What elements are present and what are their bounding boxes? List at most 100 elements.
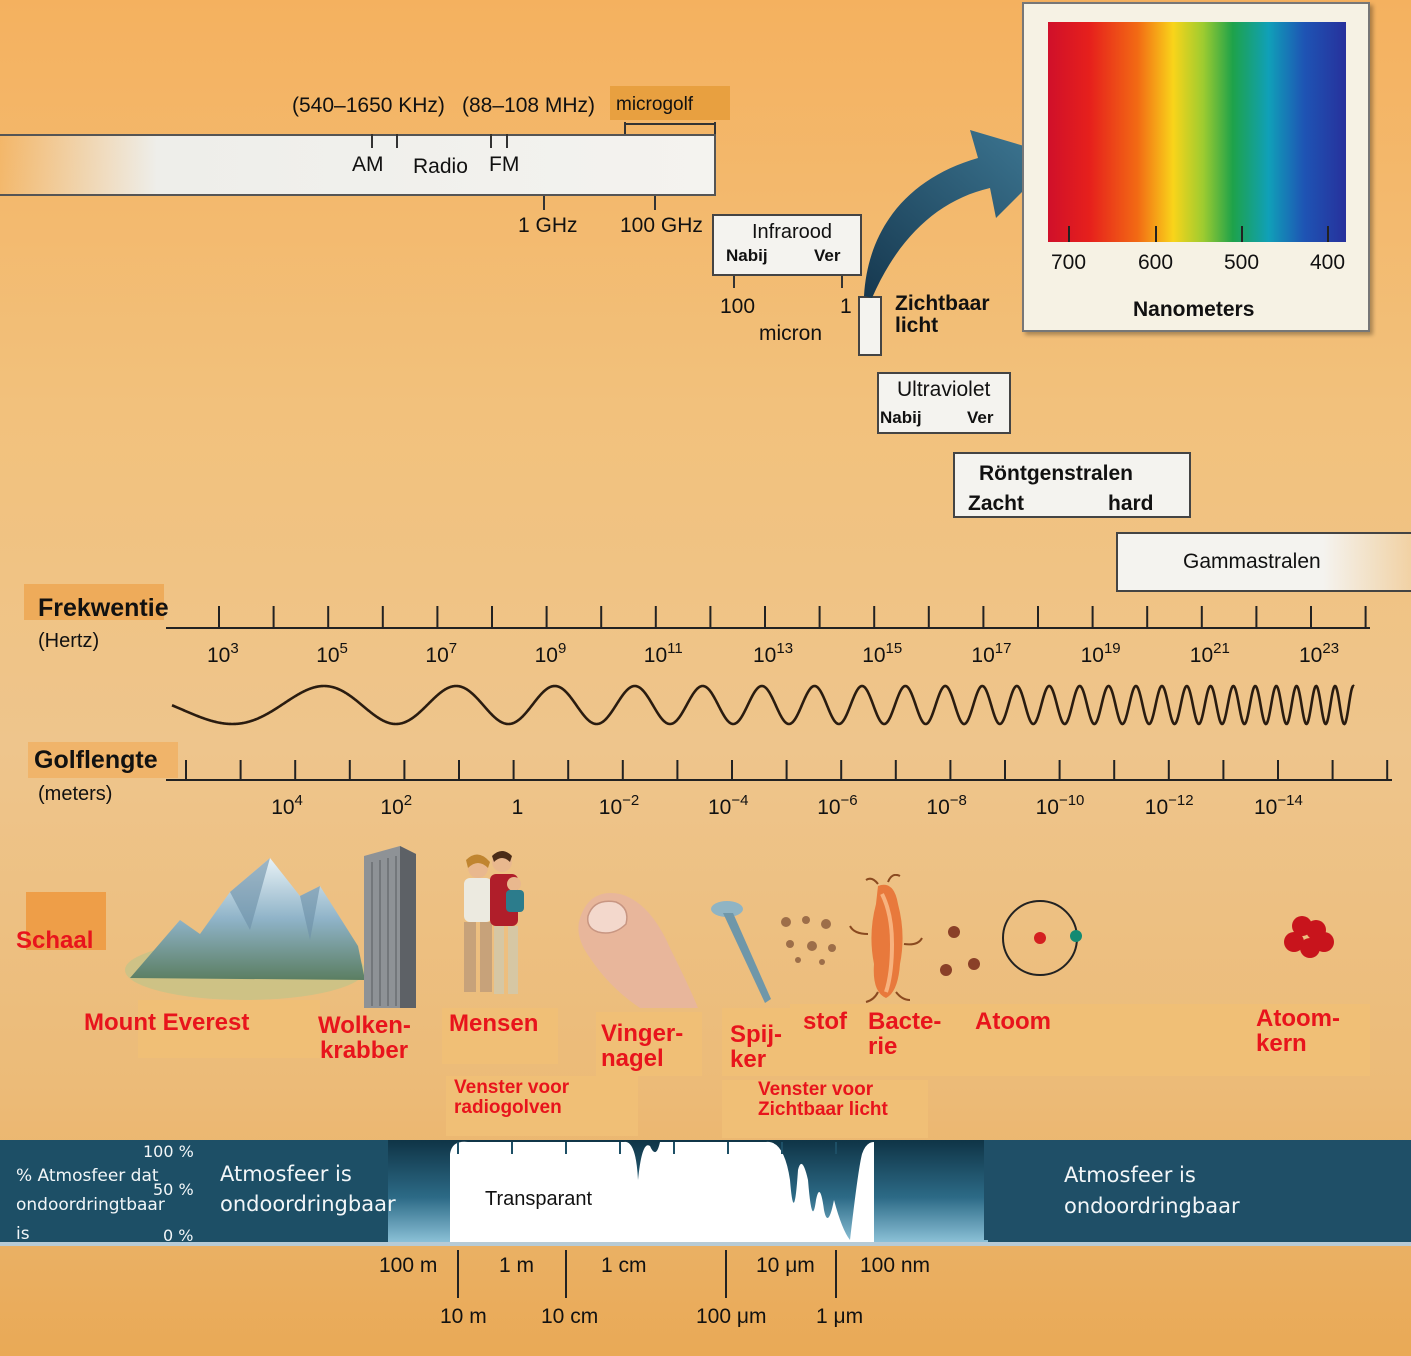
ghz1-label: 1 GHz — [518, 214, 578, 237]
visible-band-box — [858, 296, 882, 356]
xray-hard-label: hard — [1108, 492, 1154, 515]
window-radio-label-line2: radiogolven — [454, 1097, 562, 1118]
nucleus-label-line2: kern — [1256, 1030, 1307, 1057]
wavelength-tick-exponent: −8 — [950, 792, 967, 809]
atmosphere-scale-label-top: 1 m — [499, 1254, 535, 1277]
visible-label-line1: Zichtbaar — [895, 292, 990, 315]
window-visible-label-bg — [722, 1080, 928, 1138]
atmosphere-scale-label-top: 10 μm — [756, 1254, 815, 1277]
window-radio-label-line1: Venster voor — [454, 1077, 570, 1098]
frequency-tick-label: 103 — [207, 640, 239, 667]
am-label: AM — [352, 153, 384, 176]
skyscraper-label-line1: Wolken- — [318, 1012, 411, 1039]
scale-label: Schaal — [16, 927, 94, 954]
infrared-far-label: Ver — [814, 246, 841, 265]
wavelength-tick-label: 10−10 — [1036, 792, 1085, 819]
radio-band-ticks — [371, 122, 716, 210]
frequency-axis-ticks — [218, 606, 1367, 628]
fingernail-label-line2: nagel — [601, 1045, 664, 1072]
frequency-label: Frekwentie — [38, 594, 169, 622]
wavelength-label: Golflengte — [34, 746, 158, 774]
fm-range-label: (88–108 MHz) — [462, 94, 596, 117]
opaque-left-label-line1: Atmosfeer is — [220, 1162, 352, 1186]
nail-label-bg — [722, 1008, 790, 1076]
transparent-label: Transparant — [485, 1188, 593, 1210]
radio-band-bar — [0, 134, 716, 196]
infrared-label: Infrarood — [752, 221, 833, 243]
atom-row-label-bg — [790, 1004, 1370, 1076]
nail-spike-icon — [711, 901, 771, 1003]
wavelength-tick-exponent: −14 — [1277, 792, 1302, 809]
atom-icon — [1002, 900, 1082, 976]
atmosphere-scale-label-top: 100 nm — [860, 1254, 931, 1277]
microwave-label-bg — [610, 86, 730, 120]
frequency-tick-exponent: 7 — [449, 640, 457, 657]
atmosphere-scale-label-bottom: 1 μm — [816, 1305, 864, 1328]
spectrum-tick-label: 400 — [1310, 251, 1346, 274]
everest-label: Mount Everest — [84, 1009, 250, 1036]
opaque-right-label-line1: Atmosfeer is — [1064, 1163, 1196, 1187]
wavelength-tick-label: 102 — [380, 792, 412, 819]
frequency-tick-exponent: 21 — [1213, 640, 1230, 657]
atmosphere-bottom-line — [0, 1242, 1411, 1246]
wavelength-tick-exponent: −6 — [841, 792, 858, 809]
xray-band-box — [953, 452, 1191, 518]
frequency-tick-exponent: 23 — [1322, 640, 1339, 657]
fingernail-label-line1: Vinger- — [601, 1020, 684, 1047]
frequency-tick-exponent: 17 — [995, 640, 1012, 657]
atmosphere-scale-label-top: 100 m — [379, 1254, 438, 1277]
micron-label: micron — [759, 322, 823, 345]
nail-label-line1: Spij- — [730, 1021, 782, 1048]
frequency-tick-label: 1019 — [1081, 640, 1121, 667]
frequency-tick-exponent: 5 — [340, 640, 348, 657]
frequency-tick-label: 109 — [535, 640, 567, 667]
pct-50-label: 50 % — [153, 1180, 194, 1199]
wavelength-tick-label: 10−12 — [1145, 792, 1194, 819]
frequency-tick-exponent: 9 — [558, 640, 566, 657]
wavelength-tick-label: 104 — [271, 792, 303, 819]
finger-label-bg — [596, 1012, 702, 1076]
spectrum-tick-label: 500 — [1224, 251, 1260, 274]
atomic-nucleus-icon — [1284, 916, 1334, 958]
frequency-tick-label: 1023 — [1299, 640, 1339, 667]
spectrum-unit-label: Nanometers — [1133, 298, 1255, 321]
frequency-tick-label: 1015 — [862, 640, 902, 667]
atmosphere-pct-label-line3: is — [16, 1224, 30, 1244]
frequency-tick-label: 107 — [425, 640, 457, 667]
nucleus-label-line1: Atoom- — [1256, 1005, 1340, 1032]
people-label: Mensen — [449, 1010, 539, 1037]
everest-label-bg — [138, 1000, 320, 1058]
spectrum-ticks — [1068, 226, 1329, 242]
atmosphere-scale-label-bottom: 10 m — [440, 1305, 487, 1328]
nail-label-line2: ker — [730, 1046, 767, 1073]
window-visible-label-line1: Venster voor — [758, 1079, 874, 1100]
wavelength-tick-exponent: −10 — [1059, 792, 1084, 809]
bacteria-label-line2: rie — [868, 1033, 898, 1060]
frequency-tick-label: 105 — [316, 640, 348, 667]
frequency-label-bg — [24, 584, 164, 620]
ultraviolet-label: Ultraviolet — [897, 378, 991, 401]
frequency-tick-exponent: 19 — [1104, 640, 1121, 657]
infrared-band-box — [712, 214, 862, 276]
am-range-label: (540–1650 KHz) — [292, 94, 445, 117]
gamma-label: Gammastralen — [1183, 550, 1321, 573]
xray-soft-label: Zacht — [968, 492, 1025, 515]
ultraviolet-far-label: Ver — [967, 408, 994, 427]
visible-zoom-arrow-icon — [864, 130, 1058, 298]
microwave-label: microgolf — [616, 94, 694, 115]
wavelength-tick-exponent: 2 — [404, 792, 412, 809]
spectrum-tick-label: 600 — [1138, 251, 1174, 274]
fm-label: FM — [489, 153, 520, 176]
xray-label: Röntgenstralen — [979, 462, 1134, 485]
spectrum-tick-label: 700 — [1051, 251, 1087, 274]
fingernail-icon — [578, 893, 698, 1008]
virus-particles-icon — [940, 926, 980, 976]
skyscraper-icon — [364, 846, 416, 1008]
pct-0-label: 0 % — [163, 1226, 194, 1245]
frequency-tick-label: 1013 — [753, 640, 793, 667]
wavelength-tick-label: 10−2 — [599, 792, 639, 819]
bacteria-label-line1: Bacte- — [868, 1008, 942, 1035]
frequency-tick-exponent: 13 — [776, 640, 793, 657]
wavelength-unit: (meters) — [38, 783, 113, 805]
